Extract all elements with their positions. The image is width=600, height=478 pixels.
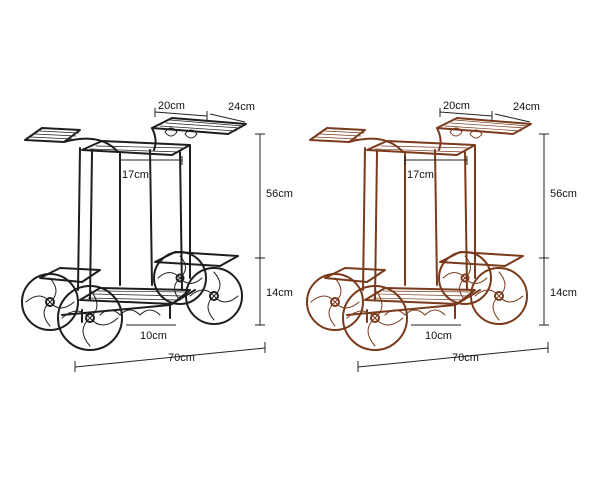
wheel-front-right <box>470 267 528 325</box>
dim-line-total-length <box>74 347 266 368</box>
stand-illustration-black <box>21 117 247 351</box>
wheel-back-left <box>306 273 364 331</box>
plant-stand-bronze: 20cm 24cm 17cm 56cm 14cm 10cm 70cm <box>306 100 577 372</box>
label-total-length: 70cm <box>452 352 479 364</box>
dimension-lines-bronze <box>357 108 549 372</box>
label-base-width: 10cm <box>425 330 452 342</box>
dim-line-top-width <box>154 111 208 117</box>
plant-stand-black: 20cm 24cm 17cm 56cm 14cm 10cm 70cm <box>21 100 293 372</box>
dimension-lines-black <box>74 108 266 372</box>
label-inner-width: 17cm <box>122 169 149 181</box>
label-upper-height: 56cm <box>550 188 577 200</box>
label-total-length: 70cm <box>168 352 195 364</box>
dim-line-top-width <box>439 111 493 117</box>
dim-line-total-length <box>357 347 549 368</box>
label-lower-height: 14cm <box>266 287 293 299</box>
label-upper-height: 56cm <box>266 188 293 200</box>
label-inner-width: 17cm <box>407 169 434 181</box>
wheel-back-right <box>153 251 207 305</box>
dim-line-top-depth <box>209 113 246 123</box>
label-top-depth: 24cm <box>228 101 255 113</box>
wheel-front-right <box>185 267 243 325</box>
label-top-width: 20cm <box>443 100 470 112</box>
label-top-width: 20cm <box>158 100 185 112</box>
label-base-width: 10cm <box>140 330 167 342</box>
wheel-back-right <box>438 251 492 305</box>
dimension-labels-bronze: 20cm 24cm 17cm 56cm 14cm 10cm 70cm <box>407 100 577 364</box>
dimension-labels-black: 20cm 24cm 17cm 56cm 14cm 10cm 70cm <box>122 100 293 364</box>
label-top-depth: 24cm <box>513 101 540 113</box>
wheel-back-left <box>21 273 79 331</box>
stand-illustration-bronze <box>306 117 532 351</box>
wheel-front-left <box>57 285 123 351</box>
dim-line-top-depth <box>494 113 531 123</box>
label-lower-height: 14cm <box>550 287 577 299</box>
wheel-front-left <box>342 285 408 351</box>
